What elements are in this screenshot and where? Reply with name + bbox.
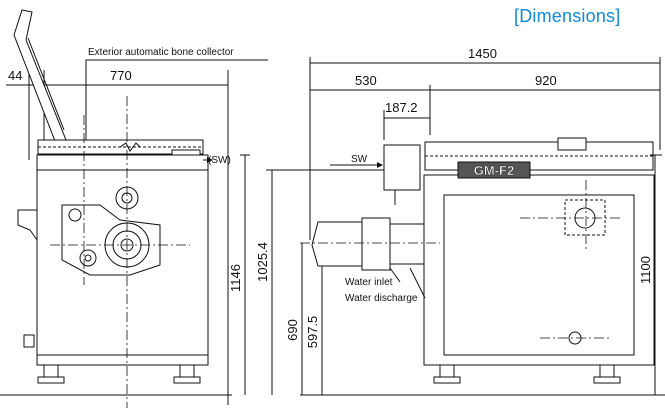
label-water-inlet: Water inlet (345, 277, 393, 288)
dim-left-part: 530 (355, 73, 377, 88)
dim-right-part: 920 (535, 73, 557, 88)
side-view (300, 57, 665, 396)
label-water-discharge: Water discharge (345, 293, 418, 304)
dim-left-offset: 44 (8, 68, 22, 83)
dim-motor-width: 187.2 (385, 100, 418, 115)
labels: Exterior automatic bone collector (SW) S… (8, 46, 653, 348)
dim-overall-width: 1450 (468, 46, 497, 61)
model-plate-text: GM-F2 (474, 163, 514, 178)
dim-height-total-side: 1100 (638, 256, 653, 284)
dim-inlet-height: 690 (285, 319, 300, 341)
dim-height-outlet: 1025.4 (255, 242, 270, 282)
dim-height-total-front: 1146 (228, 264, 243, 292)
dimensions-title: [Dimensions] (514, 6, 621, 26)
dim-discharge-height: 597.5 (305, 316, 320, 349)
model-plate (457, 161, 531, 179)
front-view (0, 9, 392, 408)
label-bone-collector: Exterior automatic bone collector (88, 47, 234, 58)
label-sw-paren: (SW) (208, 155, 231, 166)
label-sw: SW (351, 154, 368, 165)
dim-top-width: 770 (110, 68, 132, 83)
